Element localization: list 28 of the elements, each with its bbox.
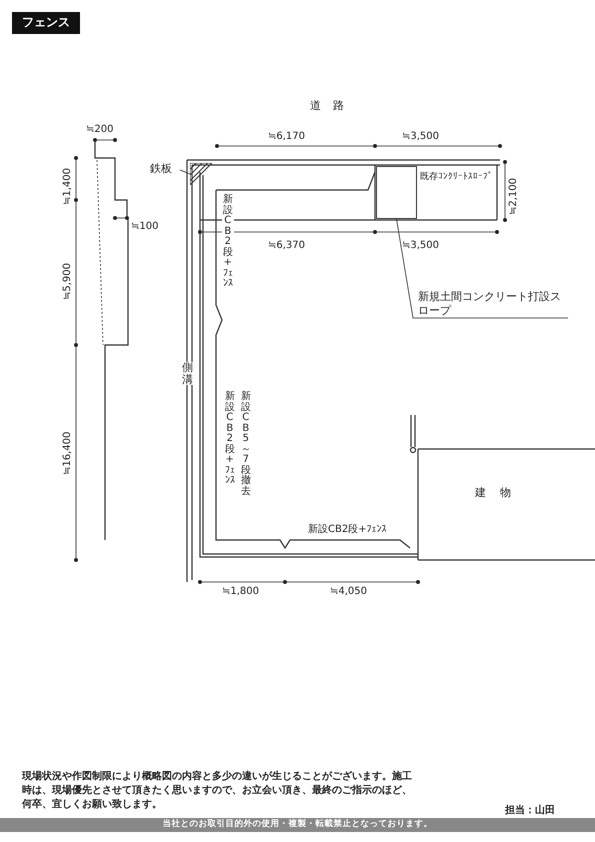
dimension-text: ≒4,050 (330, 586, 368, 598)
dimension-text: ≒6,170 (268, 131, 306, 142)
dimension-text: ≒100 (131, 221, 158, 232)
disclaimer-text: 現場状況や作図制限により概略図の内容と多少の違いが生じることがございます。施工時は、現場優先とさせて頂きたく思いますので、お立会い頂き、最終のご指示のほど、何卒、宜しくお願い致します。 (22, 770, 412, 812)
fence-note: 新設CB2段+ﾌｪﾝｽ (222, 195, 234, 290)
dimension-text: ≒3,500 (402, 131, 440, 142)
callout-text: 鉄板 (150, 162, 180, 178)
dimension-text: ≒6,370 (268, 240, 306, 252)
building-area: 建物 (470, 486, 530, 506)
callout-text: 新規土間コンクリート打設スロープ (418, 290, 568, 318)
dimension-text: ≒200 (86, 124, 114, 136)
ditch-label: 側溝 (181, 362, 194, 386)
dimension-text: ≒1,800 (222, 586, 260, 598)
leader-line (180, 170, 190, 174)
fence-note: 新設CB2段+ﾌｪﾝｽ (308, 524, 387, 536)
dimension-text: ≒1,400 (62, 168, 74, 205)
staff-name: 担当：山田 (505, 805, 555, 816)
copyright-bar: 当社とのお取引目的外の使用・複製・転載禁止となっております。 (0, 818, 595, 832)
fence-note: 新設CB2段+ﾌｪﾝｽ (224, 392, 236, 486)
dimension-text: ≒5,900 (62, 262, 74, 300)
removal-note: 新設CB5～7段撤去 (240, 392, 252, 497)
slope-area: 既存ｺﾝｸﾘｰﾄｽﾛｰﾌﾟ (420, 172, 496, 216)
dimension-text: ≒2,100 (508, 178, 520, 215)
dimension-text: ≒3,500 (402, 240, 440, 252)
leader-line (396, 218, 568, 318)
title-tab: フェンス (12, 12, 80, 34)
road-label: 道路 (310, 100, 356, 113)
dimension-text: ≒16,400 (62, 432, 74, 475)
